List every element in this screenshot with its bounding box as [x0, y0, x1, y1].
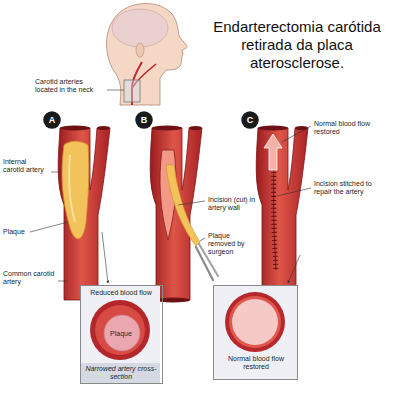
artery-with-plaque	[60, 126, 90, 131]
leader-line	[277, 188, 311, 196]
artery-repaired	[256, 128, 308, 300]
callout-letter: C	[241, 111, 259, 129]
cross-section-normal	[229, 296, 281, 348]
artery-opened	[156, 298, 190, 303]
artery-repaired	[256, 126, 308, 301]
callout-circle-fill	[135, 111, 152, 128]
part-label: Internal carotid artery	[3, 158, 49, 174]
leader-line	[58, 281, 67, 282]
inset-caption: Normal blood flow restored	[216, 355, 296, 371]
artery-opened	[150, 126, 202, 303]
head-figure	[107, 4, 188, 106]
step-label: Incision (cut) in artery wall	[208, 196, 258, 212]
callout-letter: A	[43, 111, 61, 129]
step-label: Incision stitched to repair the artery	[314, 180, 376, 196]
head-figure	[136, 43, 144, 57]
step-label: Plaque removed by surgeon	[208, 232, 258, 256]
callout-label: Carotid arteries located in the neck	[35, 78, 105, 94]
head-figure	[112, 9, 168, 47]
inset-box: Reduced blood flowPlaqueNarrowed artery …	[80, 285, 163, 384]
leader-line	[107, 90, 124, 91]
artery-with-plaque	[97, 126, 110, 130]
inset-box: Normal blood flow restored	[213, 285, 298, 380]
part-label: Common carotid artery	[3, 270, 56, 286]
leader-line	[288, 255, 300, 283]
callout-circle: A	[43, 111, 61, 129]
head-figure	[107, 4, 188, 106]
artery-opened	[166, 165, 200, 246]
cross-section-normal	[225, 292, 285, 352]
artery-opened	[152, 126, 182, 131]
leader-line	[30, 90, 311, 283]
callout-letter: B	[135, 111, 153, 129]
inset-caption: Narrowed artery cross-section	[83, 365, 159, 381]
leader-line	[282, 126, 311, 142]
callout-circle: C	[241, 111, 259, 129]
callout-circle-fill	[43, 111, 60, 128]
artery-with-plaque	[69, 155, 75, 222]
cross-section-narrowed	[80, 285, 160, 383]
leader-line	[102, 232, 108, 283]
cross-section-normal	[232, 299, 278, 345]
cross-section-normal	[213, 285, 297, 380]
cross-section-narrowed	[80, 285, 160, 383]
cross-section-narrowed	[80, 363, 160, 383]
cross-section-narrowed	[95, 305, 145, 355]
inset-heading: Reduced blood flow	[81, 289, 161, 297]
leader-line	[178, 201, 205, 205]
plaque-label: Plaque	[103, 330, 139, 338]
artery-opened	[189, 126, 202, 130]
leader-line	[200, 238, 205, 241]
part-label: Plaque	[3, 228, 33, 236]
diagram-title: Endarterectomia carótida retirada da pla…	[198, 18, 396, 72]
callout-circle-fill	[241, 111, 258, 128]
artery-with-plaque	[58, 128, 110, 300]
leader-line	[30, 222, 68, 232]
step-label: Normal blood flow restored	[314, 120, 374, 136]
leader-line	[51, 172, 60, 173]
cross-section-narrowed	[104, 315, 140, 351]
artery-opened	[150, 128, 202, 300]
artery-with-plaque	[58, 126, 110, 301]
callout-circle: B	[135, 111, 153, 129]
artery-repaired	[295, 126, 308, 130]
cross-section-narrowed	[90, 300, 150, 360]
artery-with-plaque	[62, 141, 89, 239]
head-figure	[124, 80, 140, 102]
artery-repaired	[264, 134, 282, 170]
cross-section-normal	[213, 285, 297, 380]
artery-repaired	[258, 126, 288, 131]
